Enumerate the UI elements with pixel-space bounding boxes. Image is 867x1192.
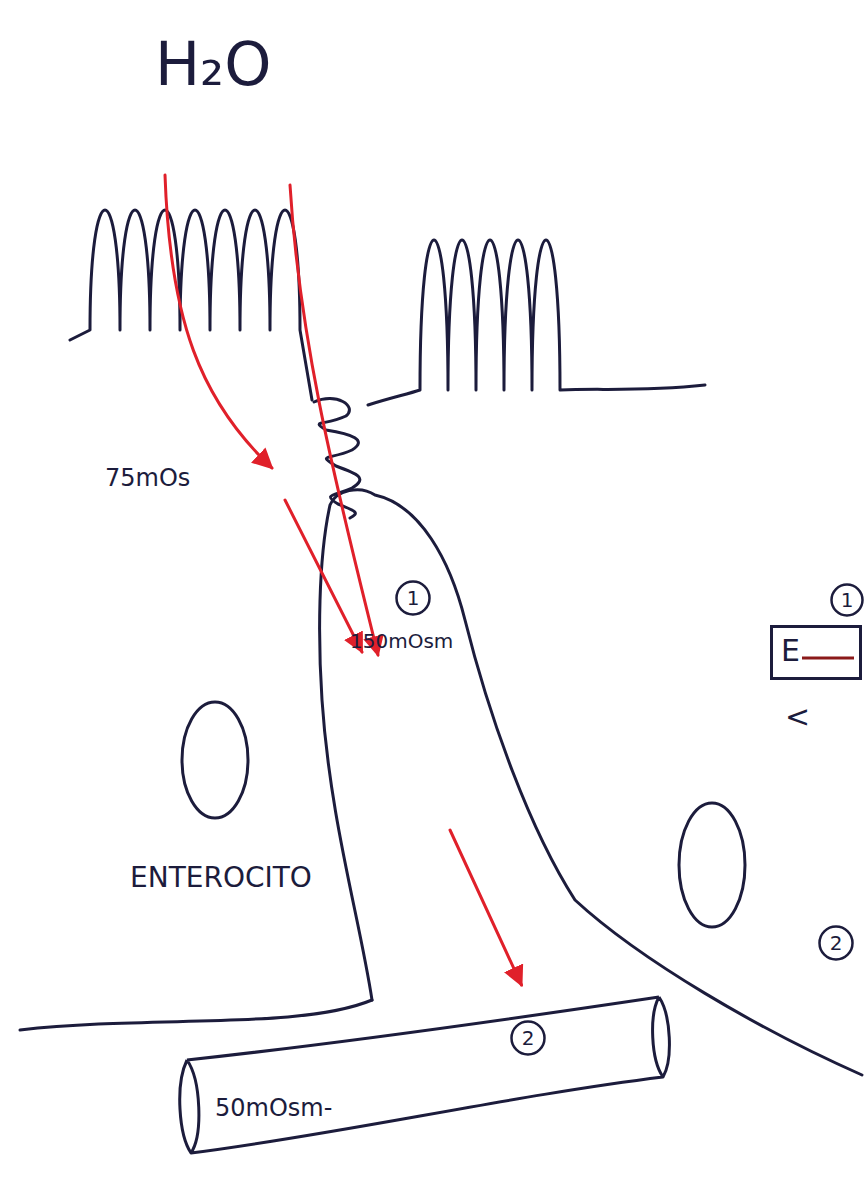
flow-arrow — [450, 830, 522, 985]
callout-number-text: 1 — [407, 587, 420, 610]
node-text: E — [781, 634, 800, 669]
callout-number: 1 — [395, 580, 431, 616]
capillary-outline — [175, 985, 670, 1160]
cell-border — [20, 1000, 372, 1030]
callout-number: 1 — [830, 583, 864, 617]
callout-number-text: 2 — [830, 932, 843, 955]
intercellular-space: 150mOsm 1 — [330, 560, 530, 830]
intercellular-space — [320, 490, 862, 1075]
symbol-label: < — [785, 700, 810, 735]
microvilli — [368, 240, 705, 405]
node-text: 50mOsm- — [215, 1095, 332, 1123]
callout-number-text: 2 — [522, 1027, 535, 1050]
callout-number-text: 1 — [841, 589, 854, 612]
osmolarity-label: 75mOs — [105, 465, 190, 493]
cell-label: ENTEROCITO — [130, 862, 312, 894]
water-arrow — [165, 175, 272, 468]
callout-number: 2 — [818, 925, 854, 961]
nucleus — [182, 702, 248, 818]
legend-box: E — [770, 625, 862, 680]
water-label: H₂O — [155, 30, 271, 99]
microvilli — [70, 210, 312, 400]
node-text: 150mOsm — [350, 630, 453, 653]
capillary: 50mOsm- 2 — [175, 985, 670, 1160]
legend-line — [802, 657, 854, 660]
callout-number: 2 — [510, 1020, 546, 1056]
water-arrow — [290, 185, 378, 655]
nucleus — [679, 803, 745, 927]
